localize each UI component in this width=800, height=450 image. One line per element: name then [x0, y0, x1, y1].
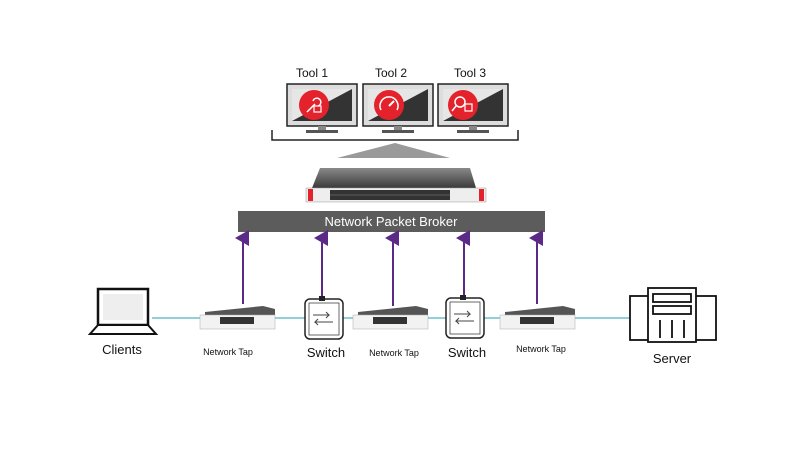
tool-group-bracket	[271, 130, 519, 141]
tool-3-label: Tool 3	[454, 66, 486, 80]
server-icon	[629, 287, 717, 343]
fan-out-triangle	[337, 143, 450, 158]
mirror-arrows	[235, 230, 543, 306]
clients-label: Clients	[102, 342, 142, 357]
switch-1-label: Switch	[307, 345, 345, 360]
network-tap-1	[199, 306, 276, 330]
tap-3-label: Network Tap	[516, 344, 566, 354]
tool-monitor-2	[362, 83, 434, 133]
server-label: Server	[653, 351, 692, 366]
switch-icon-1	[304, 296, 344, 340]
tool-1-label: Tool 1	[296, 66, 328, 80]
tap-1-label: Network Tap	[203, 347, 253, 357]
tool-monitor-3	[437, 83, 509, 133]
tool-2-label: Tool 2	[375, 66, 407, 80]
tool-monitor-1	[286, 83, 358, 133]
network-tap-3	[499, 306, 576, 330]
packet-broker-label: Network Packet Broker	[325, 214, 459, 229]
magnifier-lock-icon	[448, 90, 478, 120]
packet-broker-device	[305, 168, 487, 203]
tap-2-label: Network Tap	[369, 348, 419, 358]
switch-icon-2	[445, 295, 485, 339]
packet-broker-bar	[238, 211, 545, 232]
switch-2-label: Switch	[448, 345, 486, 360]
laptop-icon	[87, 287, 159, 335]
network-tap-2	[352, 306, 429, 330]
